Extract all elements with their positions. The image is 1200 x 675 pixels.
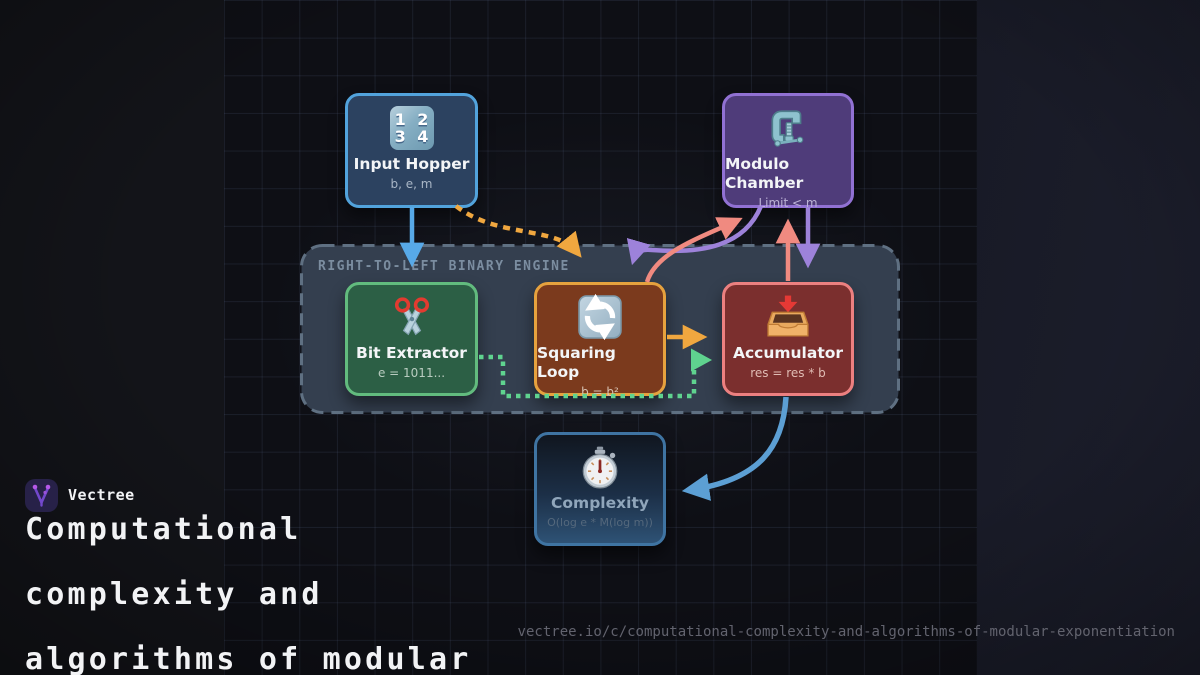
node-subtitle: res = res * b xyxy=(750,366,826,380)
vectree-logo-glyph xyxy=(32,484,51,507)
engine-label: RIGHT-TO-LEFT BINARY ENGINE xyxy=(318,259,570,274)
node-subtitle: Limit < m xyxy=(758,196,818,210)
numbers-icon-row2: 3 4 xyxy=(394,127,432,146)
inbox-icon xyxy=(765,294,811,340)
node-title: Bit Extractor xyxy=(356,344,467,362)
node-title: Complexity xyxy=(551,494,649,512)
node-squaring-loop: Squaring Loop b = b² xyxy=(534,282,666,399)
vectree-logo xyxy=(25,479,58,512)
clamp-icon xyxy=(765,105,811,151)
node-title: Input Hopper xyxy=(353,155,470,173)
scissors-icon xyxy=(389,294,435,340)
title-line-1: Computational xyxy=(25,512,302,547)
node-subtitle: e = 1011... xyxy=(377,366,446,380)
node-subtitle: O(log e * M(log m)) xyxy=(547,516,653,529)
node-title: Squaring Loop xyxy=(537,344,616,381)
brand-name: Vectree xyxy=(68,486,135,504)
page-title: Computational complexity and algorithms … xyxy=(25,512,545,675)
node-bit-extractor: Bit Extractor e = 1011... xyxy=(345,282,478,396)
node-accumulator: Accumulator res = res * b xyxy=(722,282,854,396)
node-subtitle: b = b² xyxy=(581,385,619,399)
node-title: Accumulator xyxy=(732,344,844,362)
title-line-3: algorithms of modular xyxy=(25,642,472,675)
node-subtitle: b, e, m xyxy=(390,177,433,191)
background-left-panel xyxy=(0,0,224,675)
numbers-icon-row1: 1 2 xyxy=(394,110,432,129)
page-url: vectree.io/c/computational-complexity-an… xyxy=(517,624,1175,640)
title-line-2: complexity and xyxy=(25,577,323,612)
node-complexity: Complexity O(log e * M(log m)) xyxy=(534,432,666,546)
background-right-panel xyxy=(977,0,1200,675)
cycle-arrows-icon xyxy=(577,294,623,340)
stopwatch-icon xyxy=(577,444,623,490)
node-modulo-chamber: Modulo Chamber Limit < m xyxy=(722,93,854,210)
node-title: Modulo Chamber xyxy=(725,155,804,192)
numbers-icon: 1 2 3 4 xyxy=(389,105,435,151)
node-input-hopper: 1 2 3 4 Input Hopper b, e, m xyxy=(345,93,478,208)
